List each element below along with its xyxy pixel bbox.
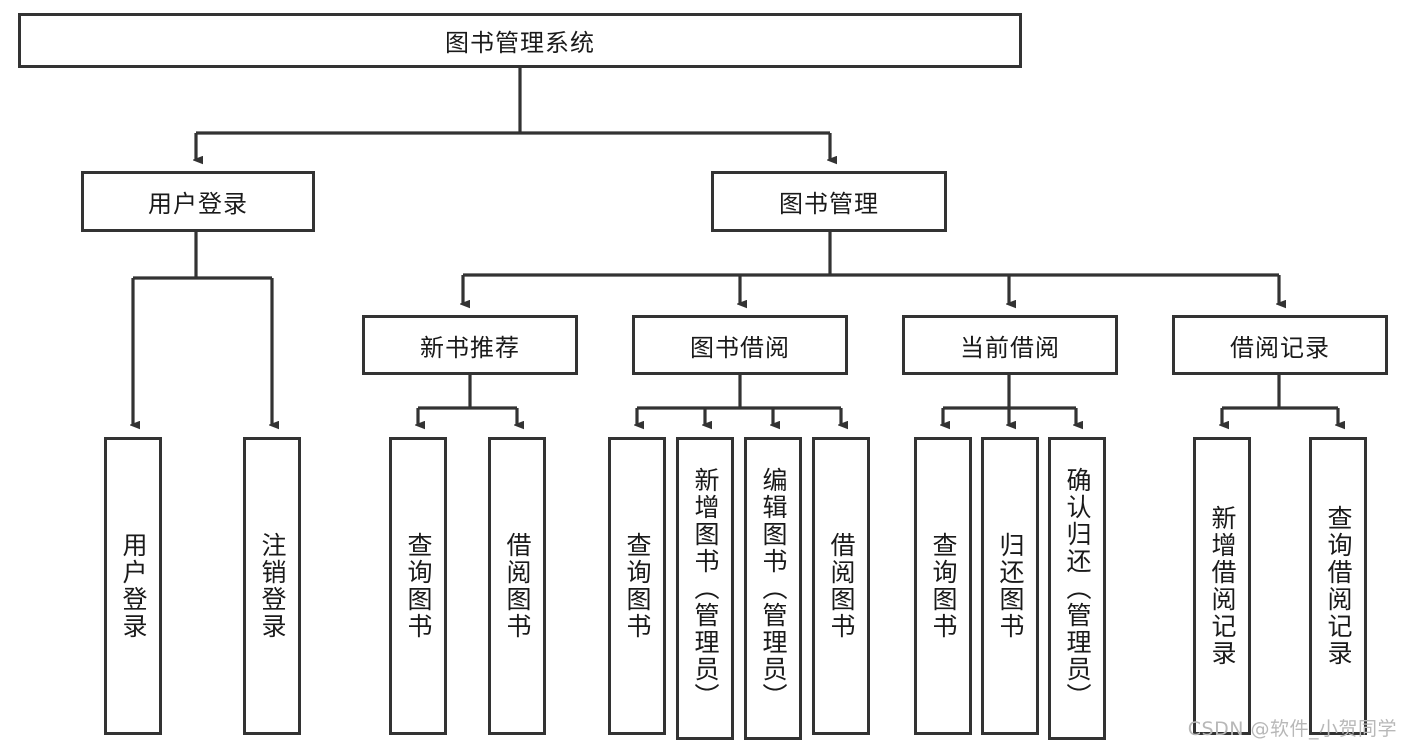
node-leaf-query-book-1[interactable]: 查询图书 [389,437,447,735]
node-leaf-add-book[interactable]: 新增图书（管理员） [676,437,734,740]
node-leaf-borrow-book-2-label: 借阅图书 [827,532,856,640]
node-leaf-edit-book-label: 编辑图书（管理员） [759,467,788,710]
node-new-book-recommend-label: 新书推荐 [420,333,520,362]
node-leaf-add-record-label: 新增借阅记录 [1208,505,1237,667]
node-leaf-return-book[interactable]: 归还图书 [981,437,1039,735]
node-book-management[interactable]: 图书管理 [711,171,947,232]
node-leaf-query-book-2-label: 查询图书 [623,532,652,640]
node-leaf-borrow-book-2[interactable]: 借阅图书 [812,437,870,735]
node-book-management-label: 图书管理 [779,190,879,218]
node-leaf-user-login-label: 用户登录 [119,532,148,640]
node-leaf-confirm-return[interactable]: 确认归还（管理员） [1048,437,1106,740]
node-leaf-return-book-label: 归还图书 [996,532,1025,640]
node-leaf-query-book-2[interactable]: 查询图书 [608,437,666,735]
node-borrow-record[interactable]: 借阅记录 [1172,315,1388,375]
node-leaf-confirm-return-label: 确认归还（管理员） [1063,467,1092,710]
node-leaf-query-book-1-label: 查询图书 [404,532,433,640]
node-leaf-add-book-label: 新增图书（管理员） [691,467,720,710]
node-user-login[interactable]: 用户登录 [81,171,315,232]
node-current-borrow[interactable]: 当前借阅 [902,315,1118,375]
node-book-borrow[interactable]: 图书借阅 [632,315,848,375]
node-root[interactable]: 图书管理系统 [18,13,1022,68]
node-leaf-query-book-3[interactable]: 查询图书 [914,437,972,735]
node-new-book-recommend[interactable]: 新书推荐 [362,315,578,375]
node-leaf-borrow-book-1[interactable]: 借阅图书 [488,437,546,735]
watermark-text: CSDN @软件_小贺同学 [1187,718,1397,740]
node-borrow-record-label: 借阅记录 [1230,333,1330,362]
node-leaf-edit-book[interactable]: 编辑图书（管理员） [744,437,802,740]
node-leaf-borrow-book-1-label: 借阅图书 [503,532,532,640]
node-leaf-query-record[interactable]: 查询借阅记录 [1309,437,1367,735]
node-leaf-logout-login[interactable]: 注销登录 [243,437,301,735]
node-book-borrow-label: 图书借阅 [690,333,790,362]
node-leaf-user-login[interactable]: 用户登录 [104,437,162,735]
node-leaf-query-record-label: 查询借阅记录 [1324,505,1353,667]
node-leaf-logout-login-label: 注销登录 [258,532,287,640]
node-leaf-add-record[interactable]: 新增借阅记录 [1193,437,1251,735]
node-leaf-query-book-3-label: 查询图书 [929,532,958,640]
node-user-login-label: 用户登录 [148,190,248,218]
node-current-borrow-label: 当前借阅 [960,333,1060,362]
node-root-label: 图书管理系统 [445,29,595,57]
